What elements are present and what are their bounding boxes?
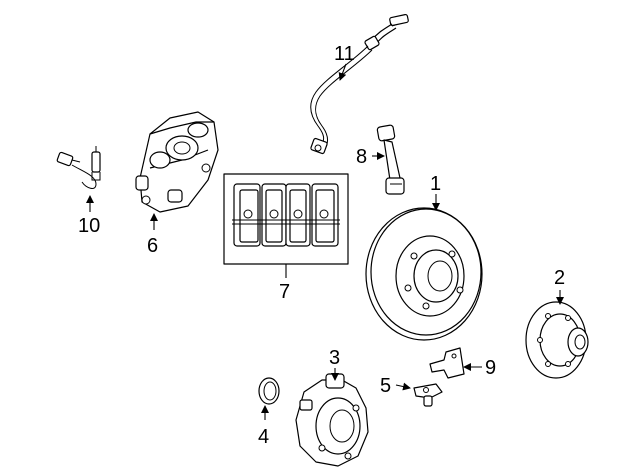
- callout-2: 2: [554, 267, 565, 289]
- brake-pads-kit-part[interactable]: [223, 173, 349, 265]
- mounting-bracket-part[interactable]: [429, 347, 465, 379]
- callout-3: 3: [329, 347, 340, 369]
- brake-caliper-part[interactable]: [135, 111, 219, 213]
- callout-10: 10: [78, 215, 100, 237]
- leader-line-5: [395, 382, 411, 391]
- callout-1: 1: [430, 173, 441, 195]
- leader-line-11: [338, 63, 347, 81]
- callout-7: 7: [279, 281, 290, 303]
- steering-knuckle-part[interactable]: [295, 373, 369, 467]
- brake-hose-part[interactable]: [376, 124, 405, 195]
- wheel-hub-part[interactable]: [525, 301, 589, 379]
- abs-sensor-wire-part[interactable]: [310, 13, 409, 155]
- callout-4: 4: [258, 426, 269, 448]
- seal-ring-part[interactable]: [258, 377, 280, 405]
- sensor-bracket-part[interactable]: [413, 383, 443, 407]
- callout-8: 8: [356, 146, 367, 168]
- callout-9: 9: [485, 357, 496, 379]
- brake-wear-sensor-part[interactable]: [56, 146, 101, 189]
- callout-5: 5: [380, 375, 391, 397]
- callout-11: 11: [334, 43, 355, 65]
- brake-rotor-part[interactable]: [365, 207, 483, 341]
- callout-6: 6: [147, 235, 158, 257]
